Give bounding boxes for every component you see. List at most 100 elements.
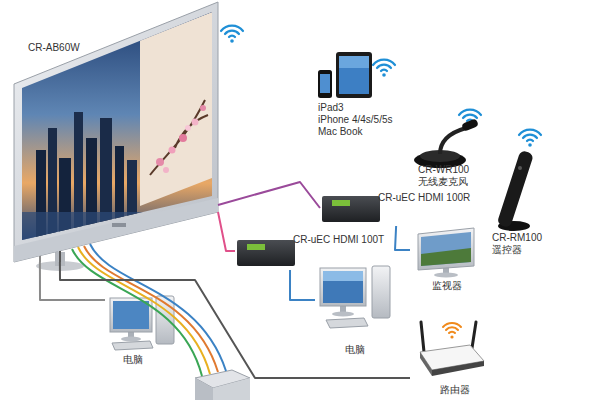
media-box: [195, 370, 250, 400]
media-box: [213, 378, 250, 400]
label-group: 路由器: [440, 384, 470, 396]
display-illustration: [112, 223, 126, 227]
router-icon: [472, 322, 476, 348]
display-illustration: [14, 2, 220, 271]
wifi-symbol: [527, 140, 533, 141]
tablet-phone-icon: [336, 52, 372, 98]
router-wifi-symbol: [450, 335, 453, 338]
monitor-icon: [434, 273, 458, 278]
computer-node: 电脑: [105, 292, 183, 372]
cable-bundle: [39, 256, 41, 262]
monitor-icon: [418, 228, 474, 270]
computer-icon: [112, 341, 153, 350]
computer-icon: [121, 337, 141, 342]
cable-bundle: [40, 244, 226, 376]
cable-connector: [395, 226, 410, 250]
cable-connector: [218, 182, 320, 208]
wifi-symbol: [528, 143, 532, 147]
computer-icon: [113, 301, 149, 329]
display-illustration: [185, 125, 191, 131]
extender-node: CR-uEC HDMI 100T: [235, 232, 390, 270]
mobile-device-node: iPad3iPhone 4/4s/5/5sMac Book: [312, 46, 404, 139]
tablet-phone-icon: [318, 70, 332, 98]
hdmi-extender-transmitter: [247, 244, 265, 250]
computer-icon: [320, 268, 366, 306]
microphone-icon: [414, 118, 479, 168]
computer-icon: [110, 296, 174, 350]
computer-icon: [320, 266, 390, 328]
computer-icon: [372, 266, 390, 318]
device-label: CR-AB60W: [28, 42, 80, 54]
router-icon: [420, 322, 484, 376]
display-node: CR-AB60W: [14, 40, 218, 262]
tablet-phone-icon: [339, 56, 369, 94]
label-group: iPad3iPhone 4/4s/5/5sMac Book: [318, 102, 393, 138]
device-label: CR-uEC HDMI 100R: [378, 192, 470, 204]
wifi-symbol: [221, 26, 243, 31]
wifi-symbol: [523, 135, 537, 138]
wifi-symbol: [377, 65, 391, 68]
display-illustration: [156, 158, 164, 166]
router-wifi-symbol: [443, 323, 461, 339]
wifi-symbol: [381, 70, 387, 71]
hdmi-extender-transmitter: [237, 240, 295, 266]
label-group: 监视器: [432, 280, 462, 292]
cable-connector: [218, 212, 235, 251]
display-illustration: [140, 12, 212, 206]
router-wifi-symbol: [446, 327, 458, 330]
device-label: 遥控器: [492, 244, 542, 256]
microphone-icon: [461, 118, 479, 131]
device-label: iPad3: [318, 102, 393, 114]
router-icon: [421, 322, 424, 352]
remote-control-icon: [518, 166, 522, 170]
wifi-symbol: [230, 39, 234, 43]
label-group: CR-WR100无线麦克风: [418, 164, 469, 188]
microphone-node: CR-WR100无线麦克风: [408, 112, 480, 190]
display-illustration: [163, 167, 169, 173]
hdmi-extender-receiver: [322, 196, 380, 222]
wifi-symbol: [519, 130, 541, 147]
remote-node: CR-RM100遥控器: [488, 130, 568, 260]
computer-icon: [326, 318, 368, 328]
label-group: CR-uEC HDMI 100T: [293, 234, 384, 246]
device-label: 监视器: [432, 280, 462, 292]
cable-bundle: [72, 249, 202, 376]
label-group: CR-uEC HDMI 100R: [378, 192, 470, 204]
label-group: 电脑: [123, 354, 143, 366]
router-node: 路由器: [410, 318, 490, 398]
tablet-phone-icon: [318, 52, 372, 98]
tablet-phone-icon: [320, 74, 330, 93]
display-illustration: [200, 105, 206, 111]
display-illustration: [179, 134, 187, 142]
display-illustration: [127, 160, 137, 250]
cable-connector: [60, 262, 410, 378]
computer-node: 电脑: [315, 262, 393, 360]
device-label: iPhone 4/4s/5/5s: [318, 114, 393, 126]
router-wifi-symbol: [449, 332, 455, 333]
tablet-phone-icon: [339, 56, 369, 68]
wifi-symbol: [221, 26, 541, 147]
device-label: 无线麦克风: [418, 176, 469, 188]
device-label: 电脑: [345, 344, 365, 356]
label-group: 电脑: [345, 344, 365, 356]
cable-bundle: [90, 244, 226, 371]
computer-icon: [332, 312, 354, 317]
cable-bundle: [59, 251, 61, 262]
wifi-symbol: [519, 130, 541, 135]
device-label: 路由器: [440, 384, 470, 396]
device-label: Mac Book: [318, 126, 393, 138]
monitor-icon: [421, 248, 471, 266]
monitor-icon: [421, 232, 471, 266]
hdmi-extender-transmitter: [237, 240, 295, 266]
microphone-icon: [440, 128, 466, 154]
wifi-symbol: [221, 26, 243, 43]
computer-icon: [323, 271, 363, 303]
remote-control-icon: [497, 150, 534, 229]
display-illustration: [169, 147, 176, 154]
extender-node: CR-uEC HDMI 100R: [320, 190, 472, 226]
wifi-symbol: [373, 60, 395, 65]
cable-bundle: [78, 247, 210, 374]
